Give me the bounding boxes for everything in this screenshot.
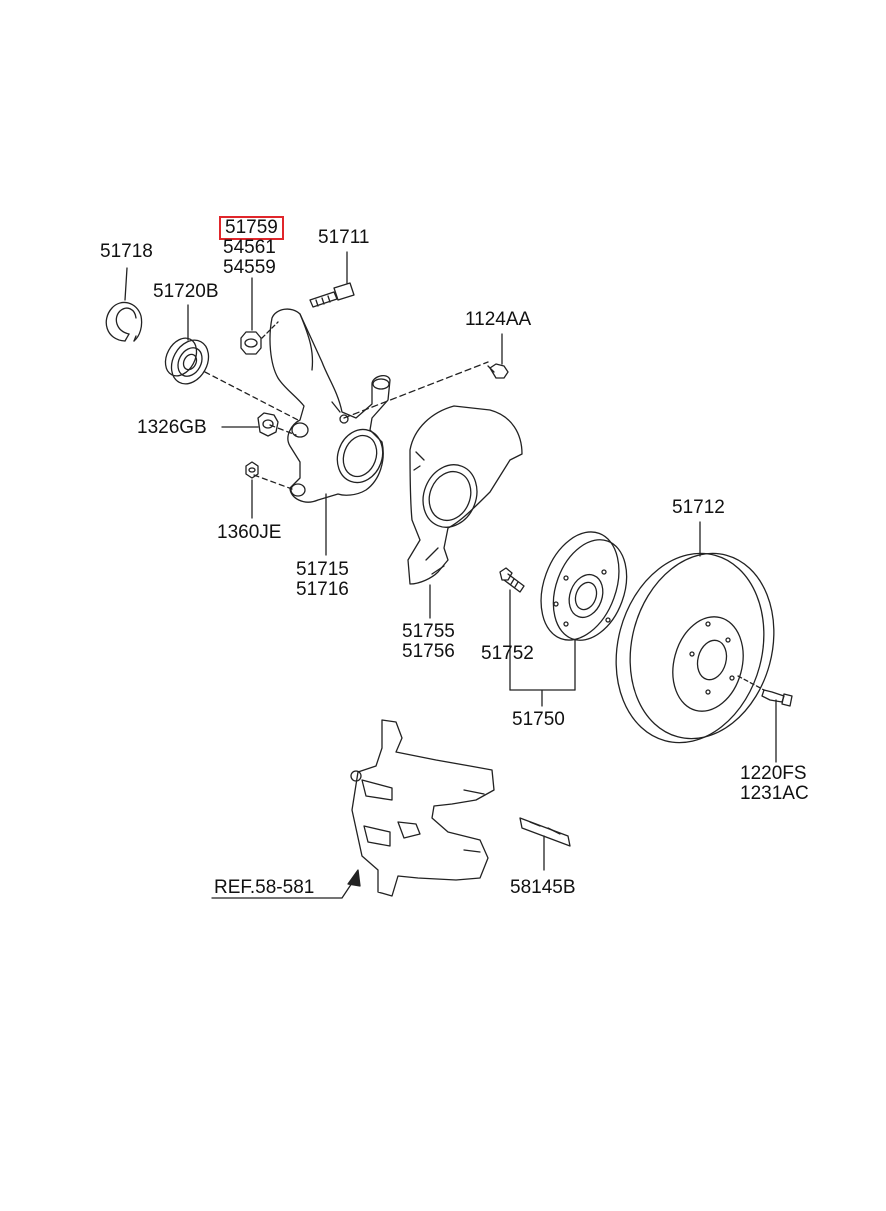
part-label-1231AC[interactable]: 1231AC [740,783,809,804]
part-label-51720B[interactable]: 51720B [153,281,219,302]
snap-ring-51718[interactable] [105,301,143,342]
part-label-51718[interactable]: 51718 [100,241,153,262]
part-label-1220FS[interactable]: 1220FS [740,763,807,784]
pad-clip-58145B[interactable] [519,817,571,847]
dust-cover-51755[interactable] [407,405,523,585]
part-label-51715[interactable]: 51715 [296,559,349,580]
part-label-51759[interactable]: 51759 [219,216,284,240]
bearing-51720B[interactable] [159,333,216,391]
caliper-bracket[interactable] [350,719,495,897]
wheel-hub-51750[interactable] [527,521,640,651]
nut-54559[interactable] [240,331,262,355]
brake-disc-51712[interactable] [596,537,794,760]
part-label-1326GB[interactable]: 1326GB [137,417,207,438]
bolt-51711[interactable] [309,282,355,308]
part-label-51755[interactable]: 51755 [402,621,455,642]
bolt-1360JE[interactable] [245,461,259,479]
steering-knuckle-51715[interactable] [269,308,391,503]
part-label-51716[interactable]: 51716 [296,579,349,600]
bolt-1220FS[interactable] [761,689,793,707]
bolt-1124AA[interactable] [487,363,509,379]
part-label-58145B[interactable]: 58145B [510,877,576,898]
part-label-54561[interactable]: 54561 [223,237,276,258]
reference-label-58-581[interactable]: REF.58-581 [214,877,315,898]
part-label-51750[interactable]: 51750 [512,709,565,730]
part-label-54559[interactable]: 54559 [223,257,276,278]
nut-1326GB[interactable] [257,412,279,437]
hub-bolt-51752[interactable] [499,567,525,593]
part-label-51752[interactable]: 51752 [481,643,534,664]
part-label-51756[interactable]: 51756 [402,641,455,662]
part-label-1124AA[interactable]: 1124AA [465,309,532,330]
part-label-1360JE[interactable]: 1360JE [217,522,282,543]
part-label-51712[interactable]: 51712 [672,497,725,518]
part-label-51711[interactable]: 51711 [318,227,370,248]
